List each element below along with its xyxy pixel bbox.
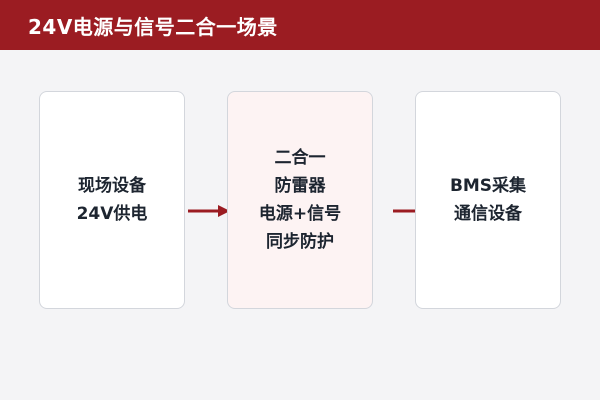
surge-protector-box: 二合一 防雷器 电源+信号 同步防护 [227, 91, 373, 309]
surge-protector-line-2: 防雷器 [274, 176, 326, 196]
source-device-line-2: 24V供电 [76, 204, 148, 224]
source-device-box: 现场设备 24V供电 [39, 91, 185, 309]
bms-device-box: BMS采集 通信设备 [415, 91, 561, 309]
page-title: 24V电源与信号二合一场景 [28, 14, 278, 39]
surge-protector-line-1: 二合一 [274, 148, 326, 168]
surge-protector-line-3: 电源+信号 [258, 204, 342, 224]
surge-protector-line-4: 同步防护 [266, 232, 334, 252]
bms-device-line-1: BMS采集 [449, 176, 527, 196]
source-device-line-1: 现场设备 [77, 176, 146, 196]
title-bar: 24V电源与信号二合一场景 [0, 0, 600, 50]
arrow-right-icon [188, 205, 230, 217]
bms-device-line-2: 通信设备 [454, 204, 522, 224]
